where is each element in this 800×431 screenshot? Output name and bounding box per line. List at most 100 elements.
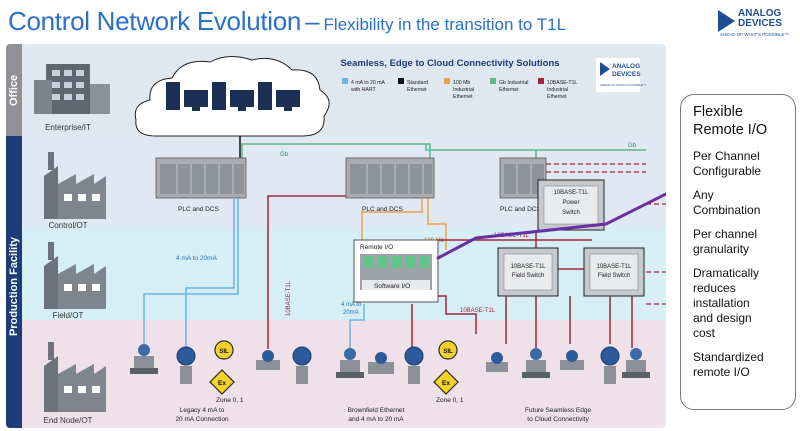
remote-io-label: Remote I/O xyxy=(360,244,393,251)
plc-rack-1 xyxy=(155,157,247,199)
panel-heading-line-1: Flexible xyxy=(693,104,743,120)
title-subtitle: Flexibility in the transition to T1L xyxy=(323,15,567,34)
gb-link-2 xyxy=(425,144,537,160)
plc-rack-2 xyxy=(345,157,435,199)
sil-badge-2: SIL xyxy=(438,340,458,360)
panel-heading-line-2: Remote I/O xyxy=(693,122,768,138)
power-switch xyxy=(537,179,605,231)
panel-item-1-line-1: Per Channel xyxy=(693,149,760,163)
panel-item-4-line-5: cost xyxy=(693,326,716,340)
panel-item-4-line-1: Dramatically xyxy=(693,266,760,280)
remote-io-box xyxy=(353,239,439,303)
field-switch-1 xyxy=(497,247,559,297)
diagram-logo-brand-2: DEVICES xyxy=(612,71,641,78)
mb100-link-1 xyxy=(361,198,423,248)
slide-title: Control Network Evolution–Flexibility in… xyxy=(8,6,566,37)
factory-endnode-icon xyxy=(44,342,106,412)
diagram-logo-brand-1: ANALOG xyxy=(612,63,640,70)
legend-item-ma: 4 mA to 20 mA with HART xyxy=(342,78,386,93)
production-zone-label: Production Facility xyxy=(8,236,20,336)
caption-legacy-2: 20 mA Connection xyxy=(175,416,229,423)
logo-brand-line-1: ANALOG xyxy=(738,8,782,19)
legend-label-100mb-3: Ethernet xyxy=(453,94,473,100)
gb-label-1: Gb xyxy=(280,152,289,158)
panel-item-2-line-2: Combination xyxy=(693,203,761,217)
diagram-logo: ANALOG DEVICES AHEAD OF WHAT'S POSSIBLE™ xyxy=(596,58,646,92)
computers-icon xyxy=(166,82,300,111)
field-switch-2 xyxy=(583,247,645,297)
flowmeter-4-icon xyxy=(560,350,584,370)
ma-label-2-line-2: 20mA xyxy=(343,310,359,316)
caption-legacy-1: Legacy 4 mA to xyxy=(180,407,225,414)
gb-label-2: Gb xyxy=(628,143,637,149)
legend-label-ma-1: 4 mA to 20 mA xyxy=(351,80,386,86)
caption-brownfield-1: Brownfield Ethernet xyxy=(348,407,405,414)
zone-label-2: Zone 0, 1 xyxy=(436,397,464,404)
office-band xyxy=(6,44,666,136)
ex-badge-2: Ex xyxy=(433,369,459,395)
sil-label-2: SIL xyxy=(443,349,453,355)
ex-label-1: Ex xyxy=(218,380,226,387)
power-switch-label-2: Power xyxy=(562,200,579,206)
legend: 4 mA to 20 mA with HART Standard Etherne… xyxy=(342,78,577,100)
transmitter-3-icon xyxy=(404,346,424,384)
panel-item-5-line-1: Standardized xyxy=(693,350,764,364)
caption-brownfield-2: and 4 mA to 20 mA xyxy=(348,416,404,423)
ma-label-1: 4 mA to 20mA xyxy=(176,255,217,262)
ex-badge-1: Ex xyxy=(209,369,235,395)
legend-item-standard: Standard Ethernet xyxy=(398,78,428,93)
panel-item-2-line-1: Any xyxy=(693,188,714,202)
t1l-vertical-label: 10BASE-T1L xyxy=(286,280,292,316)
legend-label-gb-1: Gb Industrial xyxy=(499,80,528,86)
ex-label-2: Ex xyxy=(442,380,450,387)
logo-brand-line-2: DEVICES xyxy=(738,18,782,29)
t1l-label-top: 10BASE-T1L xyxy=(494,233,530,239)
t1l-link-3 xyxy=(436,295,477,334)
legend-label-t1l-2: Industrial xyxy=(547,87,568,93)
legend-swatch-standard xyxy=(398,78,404,84)
legend-label-t1l-1: 10BASE-T1L xyxy=(547,80,577,86)
legend-item-gb: Gb Industrial Ethernet xyxy=(490,78,528,93)
legend-label-100mb-1: 100 Mb xyxy=(453,80,470,86)
legend-swatch-100mb xyxy=(444,78,450,84)
network-diagram: Office Production Facility Enterprise/IT… xyxy=(6,44,666,428)
legend-swatch-ma xyxy=(342,78,348,84)
valve-4-icon xyxy=(622,348,650,378)
ma-link-3 xyxy=(349,304,365,349)
legend-item-100mb: 100 Mb Industrial Ethernet xyxy=(444,78,474,100)
title-dash: – xyxy=(305,6,320,36)
plc-label-1: PLC and DCS xyxy=(178,206,219,213)
mb100-link-2 xyxy=(427,198,447,250)
ma-label-2-line-1: 4 mA to xyxy=(341,302,362,308)
t1l-link-1 xyxy=(267,195,346,349)
field-switch-2-label-2: Field Switch xyxy=(598,273,630,279)
ma-link-1 xyxy=(143,198,239,344)
panel-heading: Flexible Remote I/O xyxy=(693,103,787,139)
factory-control-icon xyxy=(44,152,106,219)
legend-label-ma-2: with HART xyxy=(351,87,377,93)
plc-label-2: PLC and DCS xyxy=(362,206,403,213)
t1l-label-bottom: 10BASE-T1L xyxy=(460,308,496,314)
zone-label-1: Zone 0, 1 xyxy=(216,397,244,404)
panel-item-3-line-2: granularity xyxy=(693,242,750,256)
flowmeter-3-icon xyxy=(486,352,508,372)
ma-link-2 xyxy=(185,198,235,349)
legend-label-100mb-2: Industrial xyxy=(453,87,474,93)
row-label-enterprise: Enterprise/IT xyxy=(45,123,91,132)
plc-label-3: PLC and DCS xyxy=(500,206,541,213)
panel-item-combination: Any Combination xyxy=(693,188,787,218)
software-io-label: Software I/O xyxy=(374,283,410,290)
field-switch-2-label-1: 10BASE-T1L xyxy=(596,264,632,270)
row-label-endnode: End Node/OT xyxy=(44,416,93,425)
office-zone-bar xyxy=(6,44,22,136)
legend-swatch-gb xyxy=(490,78,496,84)
gb-link-1 xyxy=(241,143,431,160)
transmitter-4-icon xyxy=(600,346,620,384)
enterprise-building-icon xyxy=(34,64,110,114)
panel-item-reduces-cost: Dramatically reduces installation and de… xyxy=(693,266,787,341)
title-main: Control Network Evolution xyxy=(8,6,302,36)
valve-1-icon xyxy=(130,344,158,374)
panel-item-5-line-2: remote I/O xyxy=(693,365,750,379)
caption-future-1: Future Seamless Edge xyxy=(525,407,592,414)
row-label-field: Field/OT xyxy=(53,311,84,320)
